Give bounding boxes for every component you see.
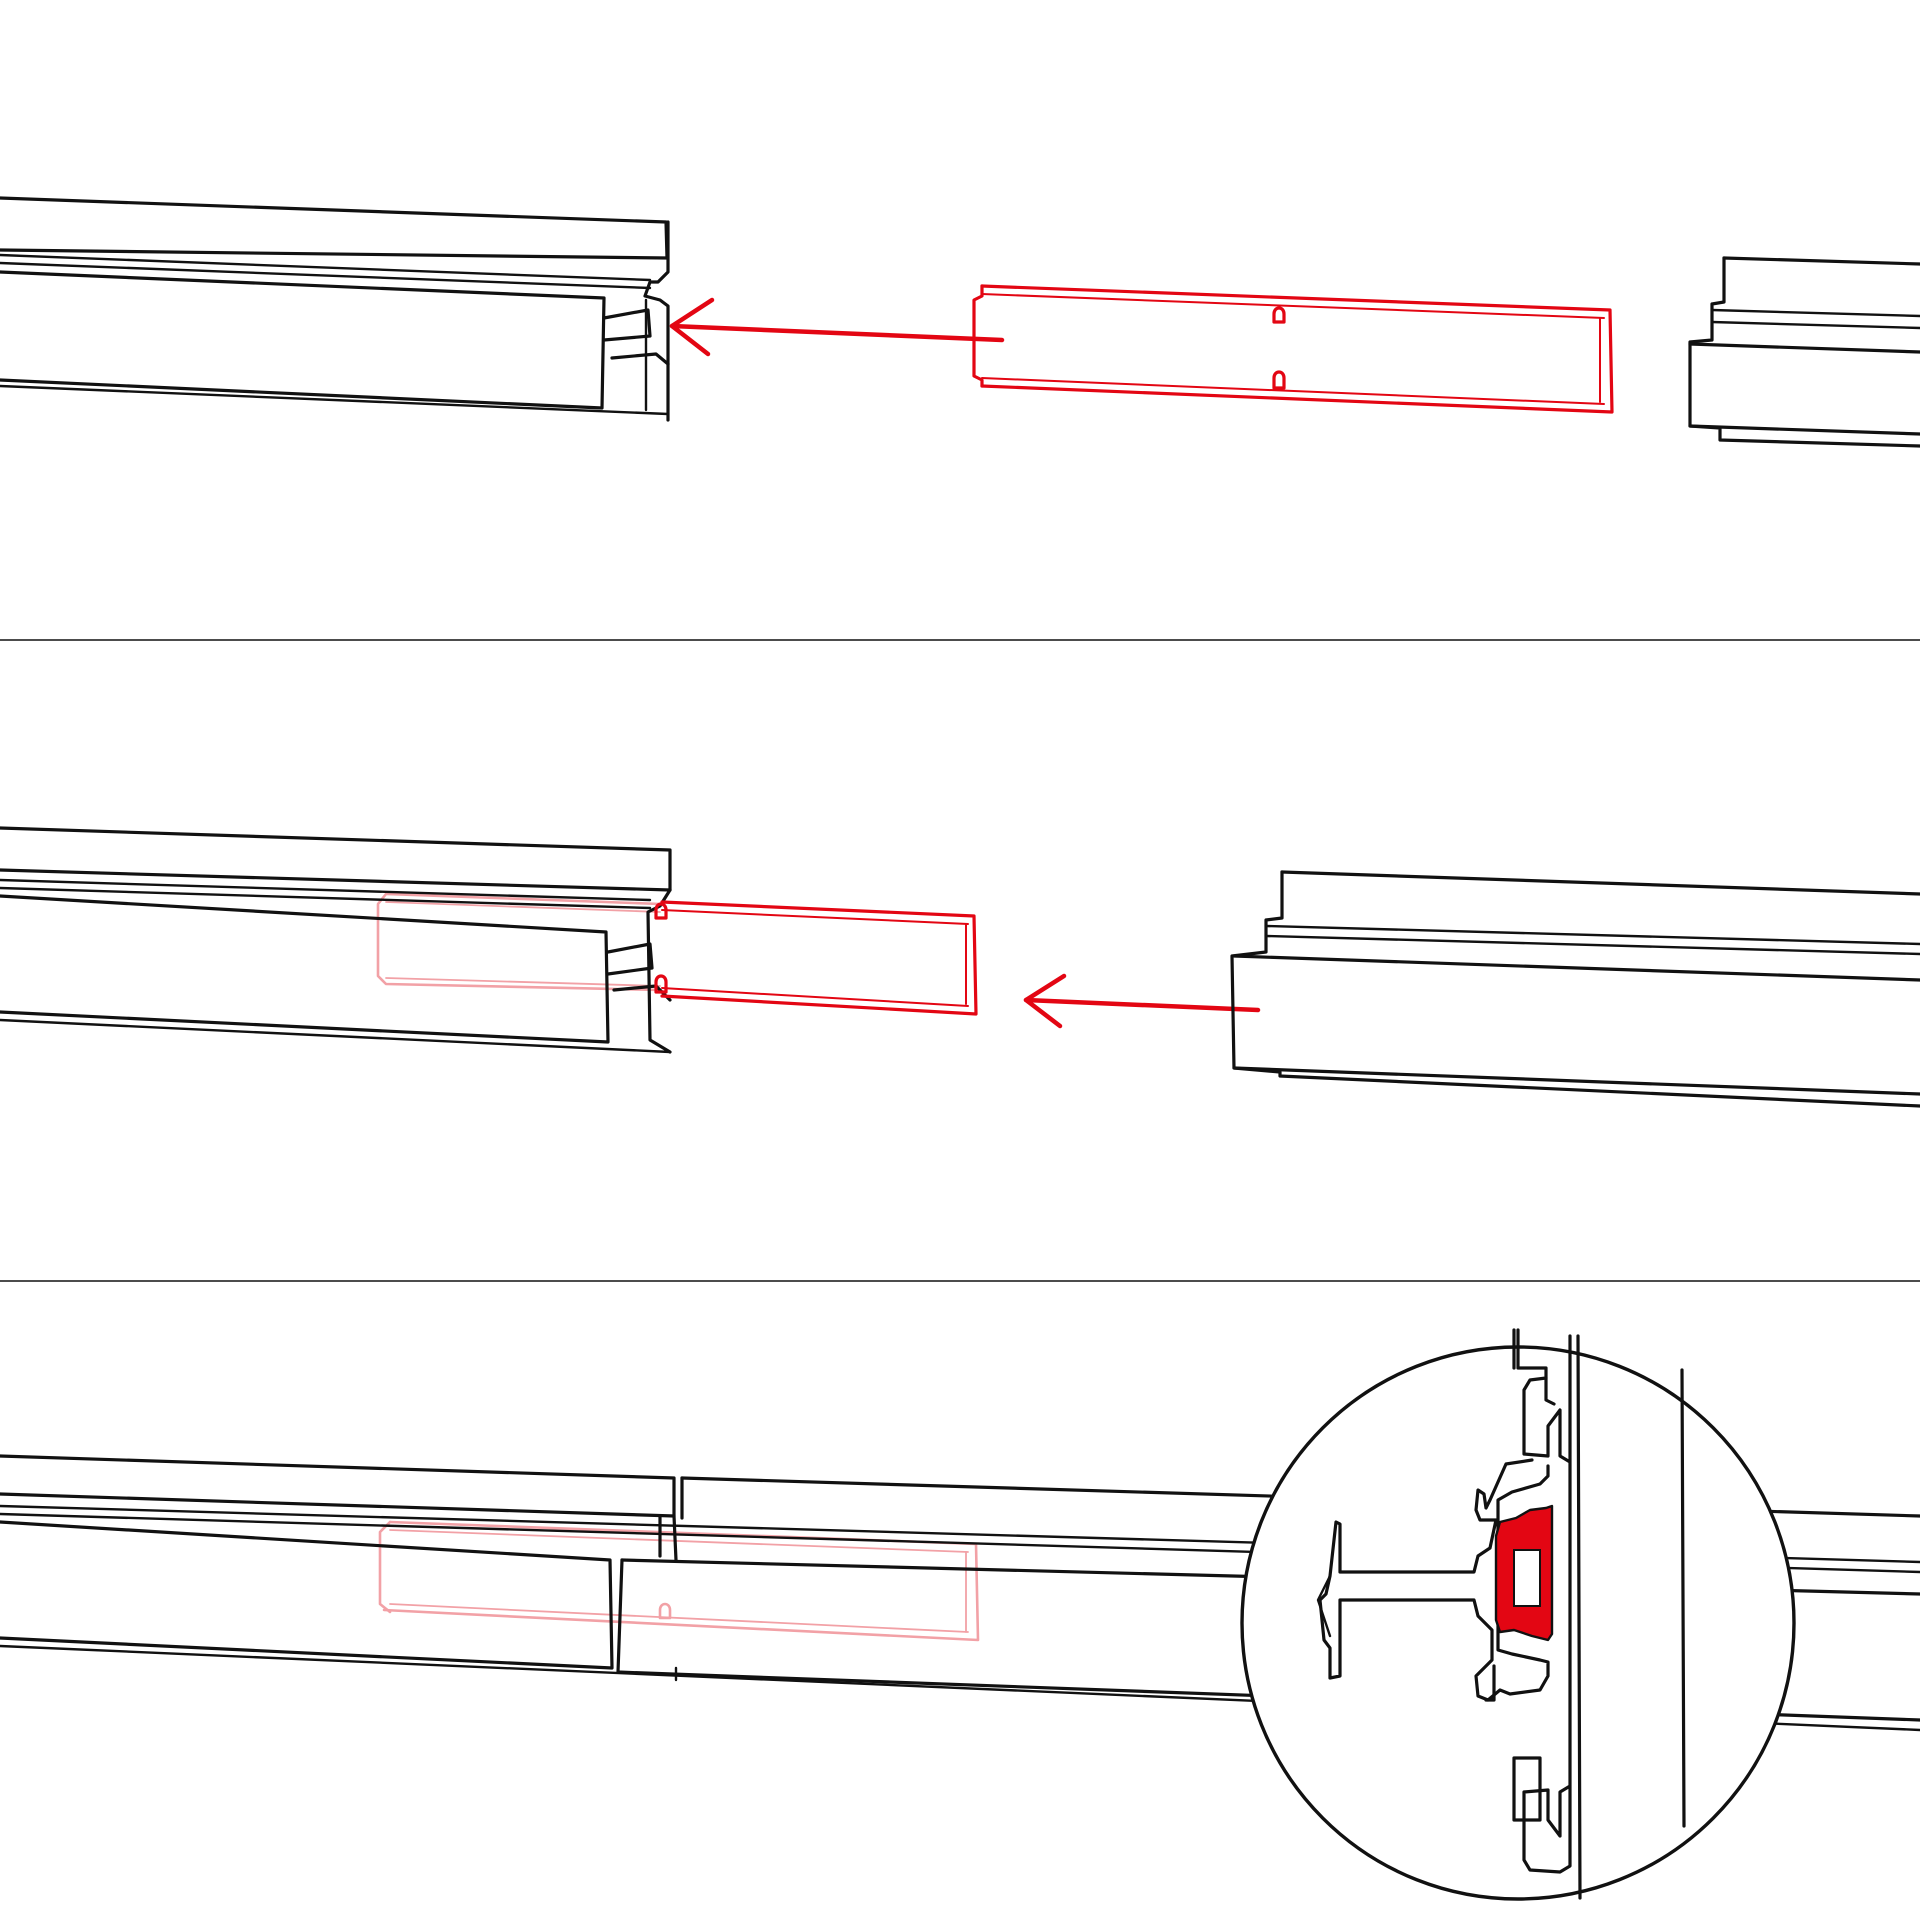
left-profile	[0, 196, 670, 422]
slide-arrow	[1023, 973, 1261, 1029]
step-2-panel	[0, 826, 1920, 1108]
connector	[654, 900, 978, 1016]
section-detail-callout	[1240, 1328, 1796, 1901]
step-1-panel	[0, 196, 1920, 448]
right-profile	[1688, 256, 1920, 448]
connector-ghost	[376, 892, 662, 992]
left-profile	[0, 826, 672, 1054]
right-profile	[1230, 870, 1920, 1108]
step-3-panel	[0, 1328, 1920, 1901]
cross-section	[1316, 1328, 1686, 1900]
connector-ghost	[378, 1520, 980, 1642]
insert-arrow	[669, 297, 1005, 357]
connector	[972, 284, 1614, 414]
